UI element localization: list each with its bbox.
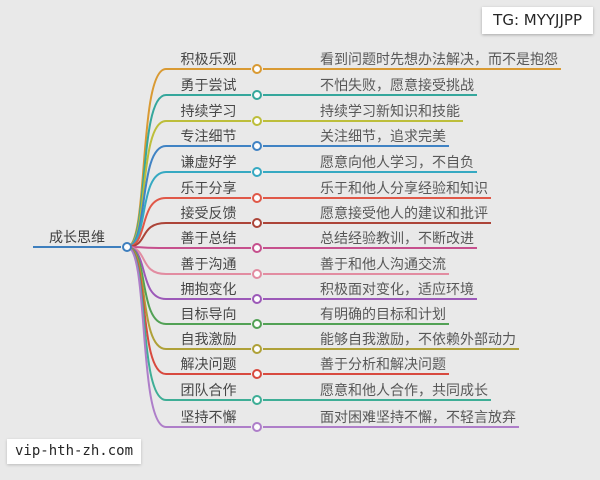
branch-row: 勇于尝试 不怕失败，愿意接受挑战 bbox=[166, 78, 477, 100]
root-label[interactable]: 成长思维 bbox=[33, 230, 121, 248]
branch-row: 自我激励 能够自我激励，不依赖外部动力 bbox=[166, 332, 519, 354]
root-node-dot[interactable] bbox=[122, 242, 132, 252]
branch-description[interactable]: 乐于和他人分享经验和知识 bbox=[317, 181, 491, 199]
branch-label[interactable]: 持续学习 bbox=[166, 104, 251, 122]
branch-label[interactable]: 积极乐观 bbox=[166, 52, 251, 70]
branch-description[interactable]: 持续学习新知识和技能 bbox=[317, 104, 463, 122]
branch-node-dot[interactable] bbox=[252, 218, 262, 228]
branch-label[interactable]: 乐于分享 bbox=[166, 181, 251, 199]
branch-connector-line bbox=[263, 426, 317, 428]
branch-connector-line bbox=[263, 348, 317, 350]
branch-node-dot[interactable] bbox=[252, 141, 262, 151]
branch-label[interactable]: 解决问题 bbox=[166, 357, 251, 375]
branch-node-dot[interactable] bbox=[252, 344, 262, 354]
branch-description[interactable]: 善于和他人沟通交流 bbox=[317, 257, 449, 275]
watermark-website: vip-hth-zh.com bbox=[7, 439, 142, 464]
branch-row: 接受反馈 愿意接受他人的建议和批评 bbox=[166, 206, 491, 228]
branch-label[interactable]: 坚持不懈 bbox=[166, 410, 251, 428]
root-node[interactable]: 成长思维 bbox=[33, 230, 132, 252]
branch-node-dot[interactable] bbox=[252, 116, 262, 126]
branch-node-dot[interactable] bbox=[252, 294, 262, 304]
branch-curve bbox=[126, 246, 167, 428]
branch-row: 善于沟通 善于和他人沟通交流 bbox=[166, 257, 449, 279]
branch-label[interactable]: 目标导向 bbox=[166, 307, 251, 325]
branch-connector-line bbox=[263, 373, 317, 375]
branch-node-dot[interactable] bbox=[252, 369, 262, 379]
branch-label[interactable]: 善于沟通 bbox=[166, 257, 251, 275]
branch-connector-line bbox=[263, 120, 317, 122]
branch-row: 积极乐观 看到问题时先想办法解决，而不是抱怨 bbox=[166, 52, 561, 74]
branch-row: 坚持不懈 面对困难坚持不懈，不轻言放弃 bbox=[166, 410, 519, 432]
branch-connector-line bbox=[263, 247, 317, 249]
branch-node-dot[interactable] bbox=[252, 167, 262, 177]
branch-row: 团队合作 愿意和他人合作，共同成长 bbox=[166, 383, 491, 405]
branch-label[interactable]: 接受反馈 bbox=[166, 206, 251, 224]
branch-node-dot[interactable] bbox=[252, 64, 262, 74]
branch-label[interactable]: 谦虚好学 bbox=[166, 155, 251, 173]
branch-node-dot[interactable] bbox=[252, 319, 262, 329]
branch-description[interactable]: 善于分析和解决问题 bbox=[317, 357, 449, 375]
branch-connector-line bbox=[263, 145, 317, 147]
branch-node-dot[interactable] bbox=[252, 90, 262, 100]
branch-description[interactable]: 总结经验教训，不断改进 bbox=[317, 231, 477, 249]
branch-connector-line bbox=[263, 323, 317, 325]
branch-description[interactable]: 不怕失败，愿意接受挑战 bbox=[317, 78, 477, 96]
branch-node-dot[interactable] bbox=[252, 422, 262, 432]
branch-label[interactable]: 拥抱变化 bbox=[166, 282, 251, 300]
branch-node-dot[interactable] bbox=[252, 395, 262, 405]
branch-description[interactable]: 愿意接受他人的建议和批评 bbox=[317, 206, 491, 224]
branch-row: 善于总结 总结经验教训，不断改进 bbox=[166, 231, 477, 253]
branch-row: 持续学习 持续学习新知识和技能 bbox=[166, 104, 463, 126]
branch-node-dot[interactable] bbox=[252, 193, 262, 203]
branch-connector-line bbox=[263, 222, 317, 224]
branch-connector-line bbox=[263, 197, 317, 199]
branch-label[interactable]: 团队合作 bbox=[166, 383, 251, 401]
branch-description[interactable]: 能够自我激励，不依赖外部动力 bbox=[317, 332, 519, 350]
branch-description[interactable]: 愿意向他人学习，不自负 bbox=[317, 155, 477, 173]
branch-row: 专注细节 关注细节，追求完美 bbox=[166, 129, 449, 151]
branch-description[interactable]: 愿意和他人合作，共同成长 bbox=[317, 383, 491, 401]
branch-description[interactable]: 有明确的目标和计划 bbox=[317, 307, 449, 325]
branch-row: 谦虚好学 愿意向他人学习，不自负 bbox=[166, 155, 477, 177]
branch-connector-line bbox=[263, 94, 317, 96]
branch-node-dot[interactable] bbox=[252, 269, 262, 279]
branch-row: 目标导向 有明确的目标和计划 bbox=[166, 307, 449, 329]
branch-description[interactable]: 看到问题时先想办法解决，而不是抱怨 bbox=[317, 52, 561, 70]
branch-connector-line bbox=[263, 273, 317, 275]
branch-label[interactable]: 勇于尝试 bbox=[166, 78, 251, 96]
branch-row: 乐于分享 乐于和他人分享经验和知识 bbox=[166, 181, 491, 203]
branch-connector-line bbox=[263, 171, 317, 173]
branch-connector-line bbox=[263, 68, 317, 70]
branch-label[interactable]: 专注细节 bbox=[166, 129, 251, 147]
branch-row: 拥抱变化 积极面对变化，适应环境 bbox=[166, 282, 477, 304]
branch-connector-line bbox=[263, 399, 317, 401]
branch-label[interactable]: 自我激励 bbox=[166, 332, 251, 350]
branch-description[interactable]: 积极面对变化，适应环境 bbox=[317, 282, 477, 300]
watermark-telegram: TG: MYYJJPP bbox=[482, 7, 593, 34]
branch-row: 解决问题 善于分析和解决问题 bbox=[166, 357, 449, 379]
branch-description[interactable]: 关注细节，追求完美 bbox=[317, 129, 449, 147]
branch-node-dot[interactable] bbox=[252, 243, 262, 253]
branch-connector-line bbox=[263, 298, 317, 300]
branch-label[interactable]: 善于总结 bbox=[166, 231, 251, 249]
branch-description[interactable]: 面对困难坚持不懈，不轻言放弃 bbox=[317, 410, 519, 428]
